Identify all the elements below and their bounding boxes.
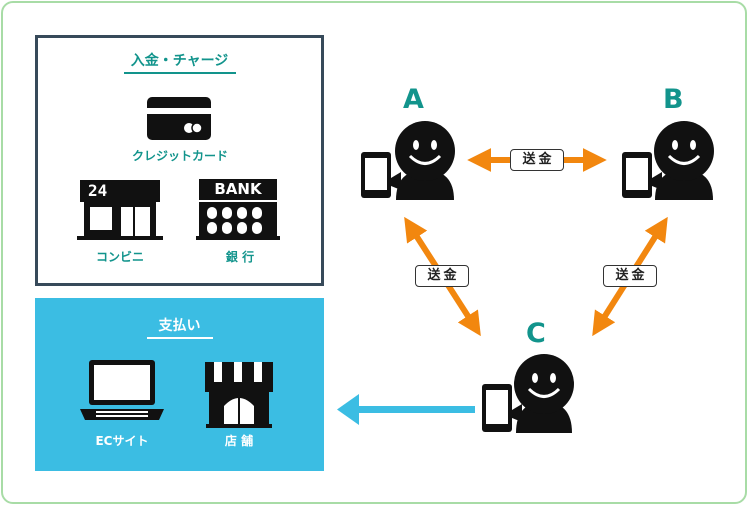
charge-title: 入金・チャージ	[130, 53, 229, 69]
payment-title: 支払い	[158, 318, 201, 334]
bank-icon	[196, 179, 280, 240]
convenience-sign: 24	[88, 181, 108, 200]
person-b-icon	[622, 121, 714, 200]
store-label: 店 舗	[224, 434, 254, 448]
arrow-c-to-payment	[337, 394, 475, 425]
person-c-icon	[482, 354, 574, 433]
transfer-tag-a-b: 送金	[510, 149, 564, 171]
store-icon	[205, 362, 273, 428]
charge-panel	[35, 35, 324, 286]
ec-site-label: ECサイト	[95, 434, 149, 448]
payment-title-underline	[147, 337, 213, 339]
charge-title-underline	[124, 72, 236, 74]
payment-panel	[35, 298, 324, 471]
convenience-store-icon	[77, 180, 163, 240]
transfer-tag-a-c: 送金	[415, 265, 469, 287]
laptop-icon	[80, 360, 164, 420]
person-b-label: B	[663, 84, 684, 115]
person-a-label: A	[403, 84, 424, 115]
credit-card-icon	[147, 97, 211, 140]
convenience-label: コンビニ	[95, 250, 144, 264]
transfer-tag-b-c: 送金	[603, 265, 657, 287]
person-c-label: C	[526, 318, 546, 349]
bank-sign: BANK	[214, 180, 262, 198]
credit-card-label: クレジットカード	[131, 149, 228, 163]
person-a-icon	[361, 121, 455, 200]
bank-label: 銀 行	[225, 250, 255, 264]
